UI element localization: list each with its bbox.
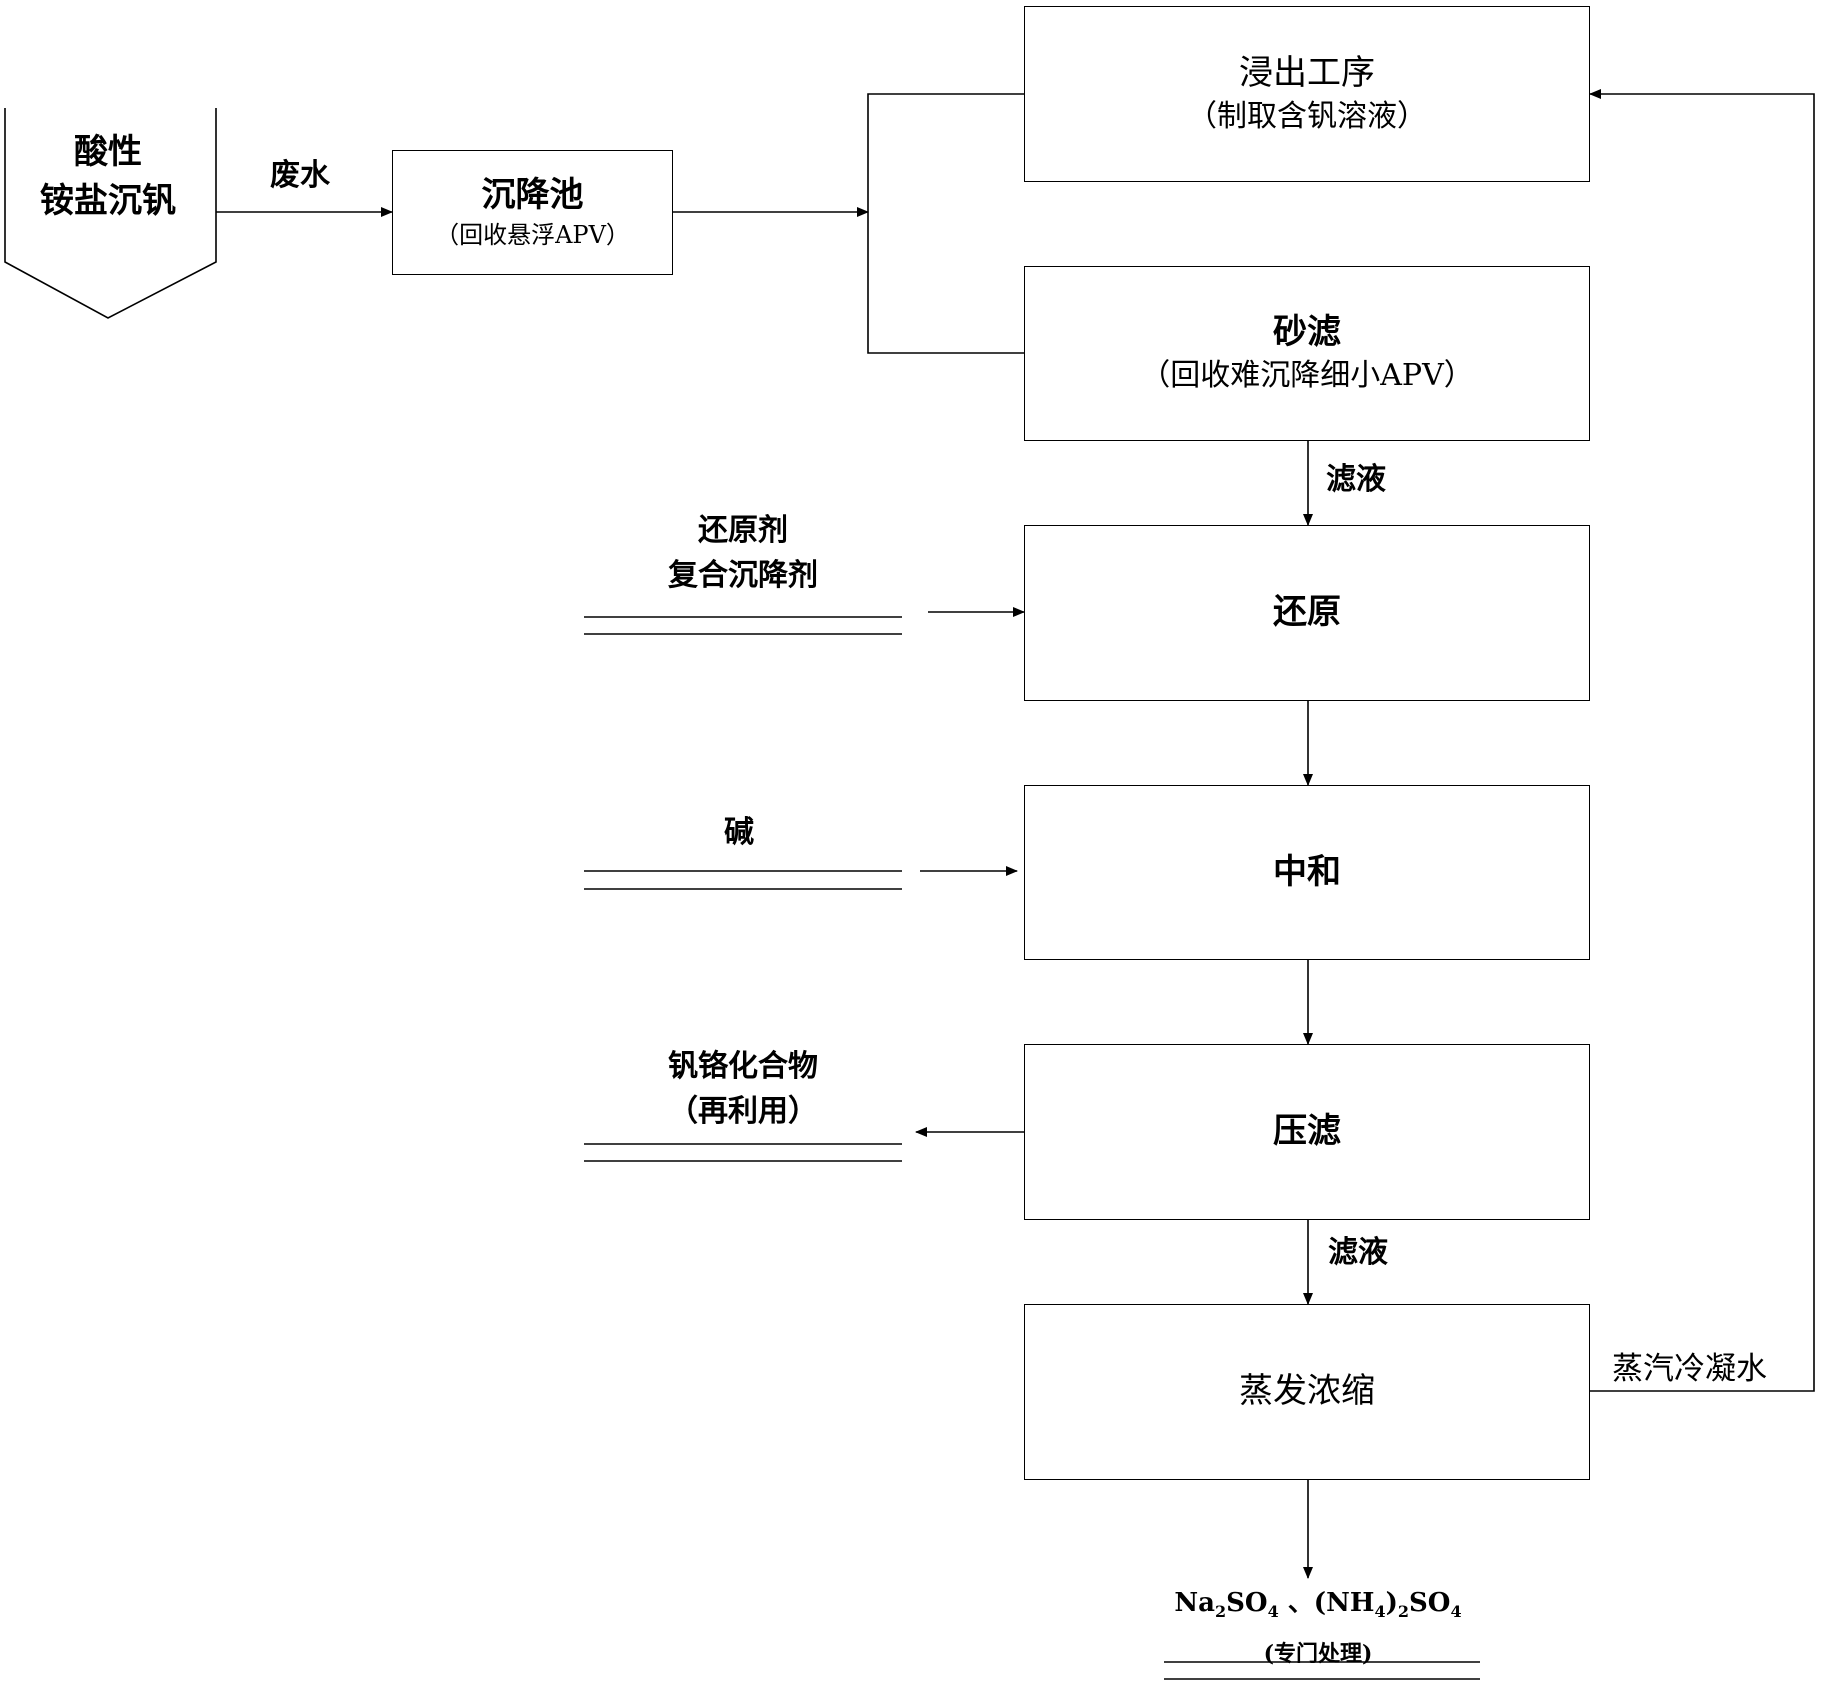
input-reducing-line1: 还原剂 (698, 513, 788, 548)
edge-split (867, 93, 1024, 354)
node-leaching-title: 浸出工序 (1239, 52, 1375, 93)
node-leaching: 浸出工序 （制取含钒溶液） (1024, 6, 1590, 182)
node-press-filter-title: 压滤 (1273, 1111, 1341, 1152)
node-press-filter: 压滤 (1024, 1044, 1590, 1220)
input-alkali-line1: 碱 (724, 815, 754, 850)
node-settling-title: 沉降池 (481, 175, 584, 216)
label-filtrate-1: 滤液 (1326, 462, 1386, 497)
edge-steam-condensate (1589, 89, 1815, 1392)
product-nh-open: (NH (1313, 1588, 1375, 1618)
output-vcr-line1: 钒铬化合物 (668, 1049, 818, 1084)
node-sand-filter: 砂滤 （回收难沉降细小APV） (1024, 266, 1590, 441)
product-nh-so: SO (1409, 1588, 1451, 1618)
node-settling: 沉降池 （回收悬浮APV） (392, 150, 673, 275)
output-vcr-compound: 钒铬化合物 （再利用） (584, 1044, 902, 1134)
start-node: 酸性 铵盐沉钒 (0, 128, 216, 227)
product-nh-sub2: 2 (1397, 1602, 1410, 1622)
start-node-line2: 铵盐沉钒 (40, 181, 176, 222)
product-nh-sub: 4 (1374, 1602, 1386, 1622)
input-alkali: 碱 (584, 810, 894, 855)
node-sand-filter-title: 砂滤 (1273, 312, 1341, 353)
start-node-shape (4, 108, 217, 319)
input-reducing-line2: 复合沉降剂 (668, 558, 818, 593)
node-leaching-sub: （制取含钒溶液） (1187, 98, 1427, 134)
output-product-note: (专门处理) (1263, 1641, 1373, 1667)
label-steam-condensate: 蒸汽冷凝水 (1612, 1351, 1767, 1387)
product-na-so: SO (1226, 1588, 1268, 1618)
output-product-formula: Na2SO4 、(NH4)2SO4 (1168, 1582, 1468, 1621)
product-na-sub: 2 (1215, 1602, 1227, 1622)
label-wastewater: 废水 (270, 158, 330, 193)
node-settling-sub: （回收悬浮APV） (435, 221, 630, 250)
product-na: Na (1174, 1588, 1216, 1618)
node-reduction: 还原 (1024, 525, 1590, 701)
product-sep: 、 (1278, 1588, 1314, 1618)
node-neutralize: 中和 (1024, 785, 1590, 960)
label-filtrate-2: 滤液 (1328, 1235, 1388, 1270)
node-reduction-title: 还原 (1273, 592, 1341, 633)
start-node-line1: 酸性 (74, 132, 142, 172)
node-sand-filter-sub: （回收难沉降细小APV） (1140, 358, 1474, 394)
product-nh-sub3: 4 (1450, 1602, 1462, 1622)
product-nh-close: ) (1385, 1588, 1398, 1618)
node-neutralize-title: 中和 (1273, 851, 1341, 892)
input-reducing-agent: 还原剂 复合沉降剂 (584, 508, 902, 598)
product-na-sub2: 4 (1267, 1602, 1279, 1622)
node-evaporation-title: 蒸发浓缩 (1239, 1371, 1375, 1412)
node-evaporation: 蒸发浓缩 (1024, 1304, 1590, 1480)
output-vcr-line2: （再利用） (668, 1094, 818, 1129)
